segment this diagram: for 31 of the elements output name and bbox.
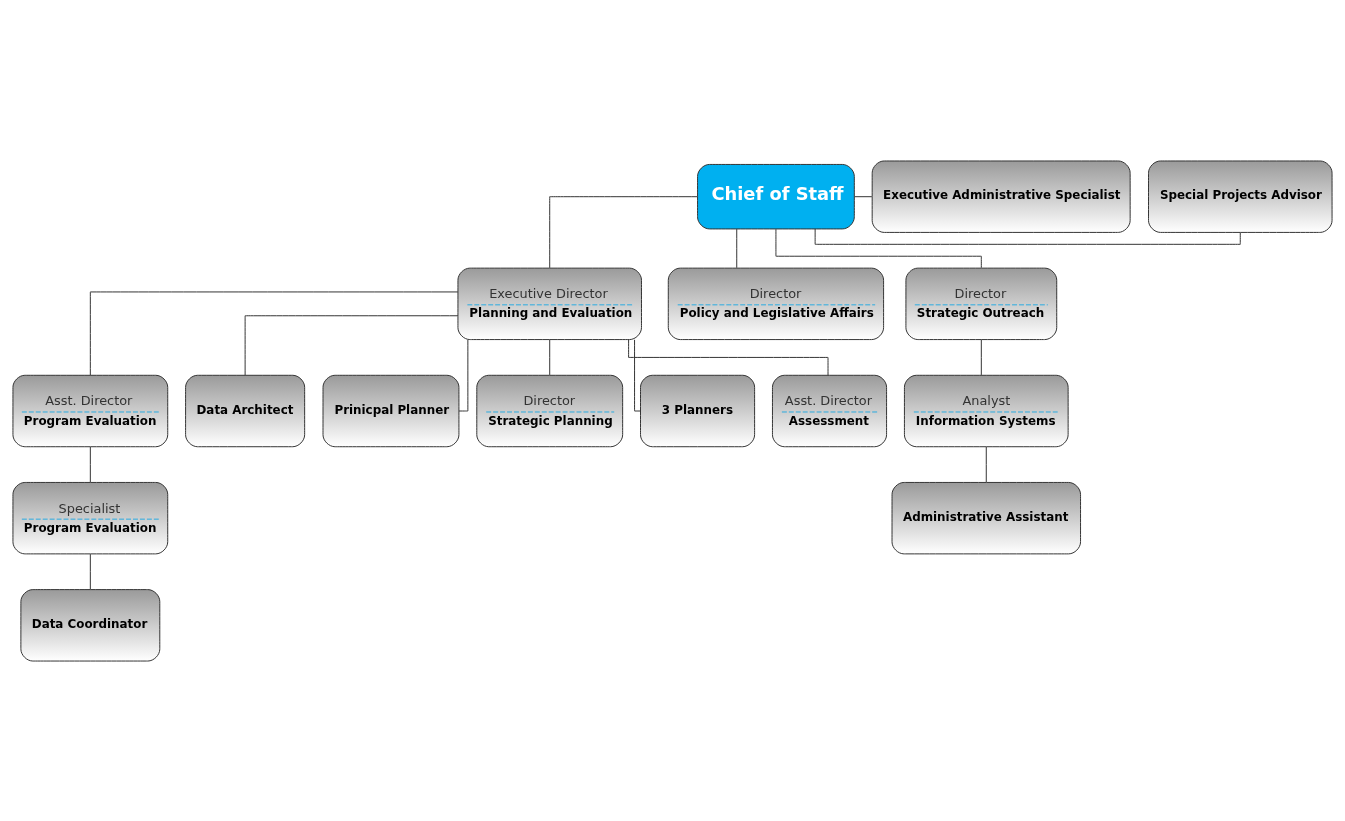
node-box: Analyst Information Systems [903, 374, 1069, 447]
connector [775, 228, 982, 268]
connector [89, 446, 91, 483]
node-box: Data Architect [185, 374, 306, 447]
node-box: Director Policy and Legislative Affairs [667, 267, 885, 340]
node-box: Special Projects Advisor [1148, 159, 1333, 233]
node-box: Data Coordinator [20, 588, 161, 662]
node-box: Specialist Program Evaluation [12, 481, 169, 554]
connector [244, 314, 459, 376]
connector [549, 338, 551, 375]
connector [634, 338, 641, 411]
connector [985, 446, 987, 483]
connector [814, 228, 1241, 245]
connector [549, 195, 698, 268]
node-box: Director Strategic Outreach [905, 267, 1058, 340]
node-box: Executive Director Planning and Evaluation [457, 267, 642, 340]
node-box: 3 Planners [640, 374, 756, 447]
connector [628, 338, 829, 376]
node-box: Asst. Director Assessment [771, 374, 888, 447]
node-box: Asst. Director Program Evaluation [12, 374, 169, 447]
node-box: Administrative Assistant [891, 481, 1082, 554]
connector [736, 228, 738, 268]
connector [89, 290, 459, 376]
node-box: Prinicpal Planner [322, 374, 460, 447]
node-box: Chief of Staff [697, 163, 855, 229]
connector [458, 338, 469, 411]
node-box: Executive Administrative Specialist [871, 159, 1131, 233]
connector [853, 195, 873, 197]
node-box: Director Strategic Planning [476, 374, 624, 447]
connector [89, 553, 91, 590]
connector [980, 338, 982, 375]
